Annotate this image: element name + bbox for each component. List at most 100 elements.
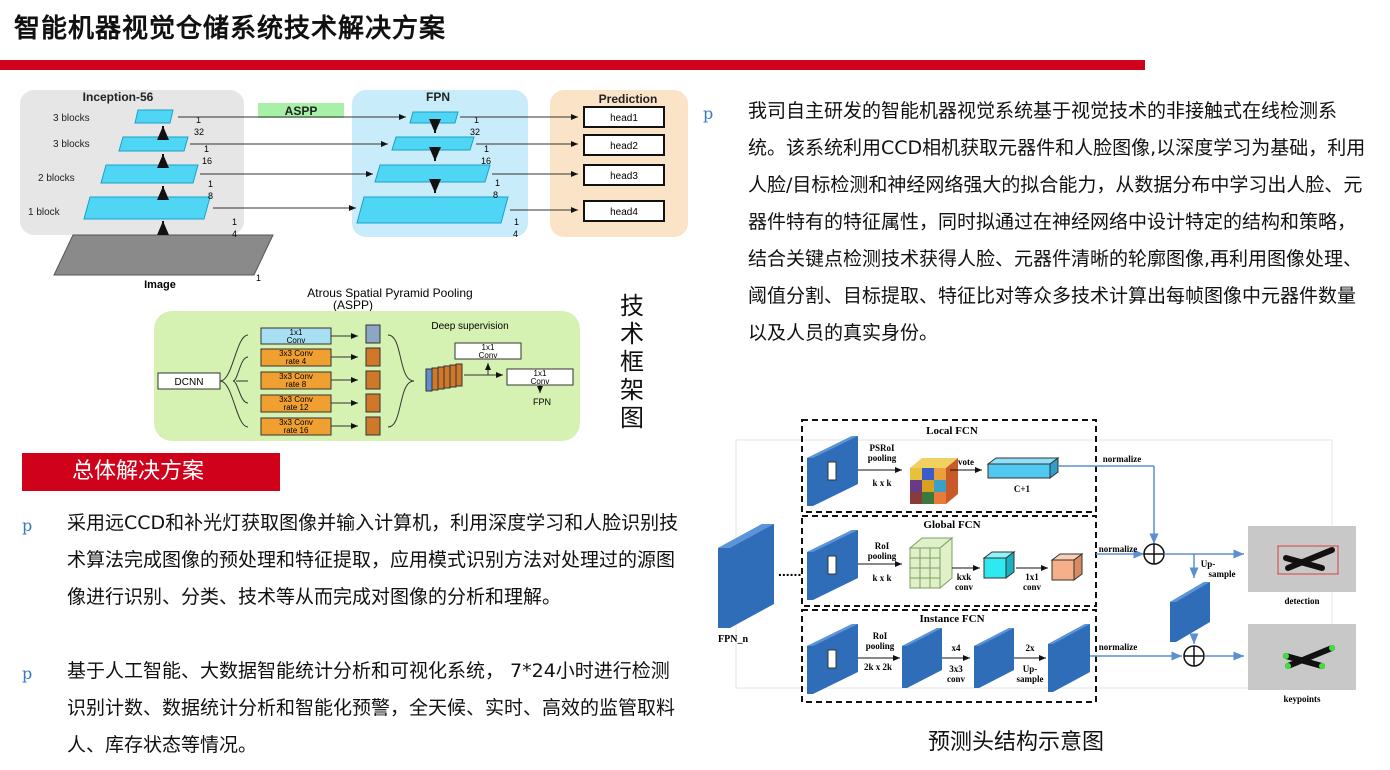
fpn-layer-2	[391, 136, 475, 151]
instance-fcn-title: Instance FCN	[919, 613, 984, 625]
fpn-layer-4	[356, 196, 509, 224]
atrous-conv-4-line2: rate 16	[284, 426, 309, 435]
atrous-conv-1-line1: 3x3 Conv	[279, 349, 313, 358]
bullet-right: p	[703, 104, 714, 123]
section-heading: 总体解决方案	[22, 453, 280, 491]
peach-cube	[1050, 553, 1084, 581]
atrous-conv-3-line2: rate 12	[284, 403, 309, 412]
scale-den-1: 32	[194, 127, 204, 137]
kxk-conv-2: conv	[955, 582, 974, 592]
inception-layer-4	[83, 196, 211, 220]
concat-stack	[425, 363, 463, 392]
fpn-scale-num-3: 1	[495, 178, 500, 188]
feature-map-3	[365, 393, 381, 413]
ds-conv-box	[454, 342, 522, 360]
up-sample-1: Up-	[1201, 559, 1216, 569]
fpn-title: FPN	[426, 90, 450, 104]
conv1x1-1: 1x1	[1025, 572, 1039, 582]
global-roi-2: pooling	[868, 551, 897, 561]
tech-framework-label: 技术框架图	[620, 292, 644, 432]
title-underline	[0, 60, 1145, 70]
keypoints-image	[1248, 624, 1356, 690]
psroi-grid	[910, 458, 958, 504]
inception-layer-1	[134, 109, 174, 124]
ds-conv-line1: 1x1	[482, 343, 495, 352]
fpn-n-block	[718, 524, 774, 628]
conv1x1-2: conv	[1023, 582, 1042, 592]
fpn-layer-3	[374, 164, 491, 183]
global-kxk: k x k	[872, 573, 891, 583]
head-label-4: head4	[610, 207, 638, 218]
inst-up-2: sample	[1017, 674, 1044, 684]
normalize-label-2: normalize	[1099, 544, 1138, 554]
global-fcn-box	[801, 515, 1097, 607]
inst-2x: 2x	[1026, 643, 1036, 653]
keypoints-label: keypoints	[1283, 694, 1321, 704]
c-plus-1-label: C+1	[1014, 484, 1031, 494]
scale-num-3: 1	[208, 179, 213, 189]
aspp-conv1x1-line1: 1x1	[290, 328, 303, 337]
scale-num-2: 1	[204, 144, 209, 154]
fpn-scale-den-3: 8	[493, 190, 498, 200]
head-box-2	[583, 134, 665, 156]
feature-map-1	[365, 347, 381, 367]
global-roi-1: RoI	[875, 541, 890, 551]
fpn-n-label: FPN_n	[718, 634, 748, 645]
scale-den-2: 16	[202, 156, 212, 166]
head-label-1: head1	[610, 113, 638, 124]
feature-map-4	[365, 416, 381, 436]
local-psroi-1: PSRoI	[869, 443, 895, 453]
bullet-left-1: p	[22, 516, 33, 535]
atrous-conv-3-line1: 3x3 Conv	[279, 395, 313, 404]
up-sample-2: sample	[1209, 569, 1236, 579]
block-label-2: 3 blocks	[53, 139, 90, 150]
atrous-conv-2-line2: rate 8	[286, 380, 307, 389]
aspp-full-title: Atrous Spatial Pyramid Pooling	[307, 286, 472, 300]
inst-roi-1: RoI	[873, 631, 888, 641]
block-label-3: 2 blocks	[38, 173, 75, 184]
normalize-label-1: normalize	[1103, 454, 1142, 464]
prediction-head-caption: 预测头结构示意图	[928, 730, 1105, 755]
fpn-output-label: FPN	[533, 397, 551, 407]
aspp-conv1x1-line2: Conv	[287, 336, 306, 345]
vote-label: vote	[958, 457, 974, 467]
detection-label: detection	[1285, 596, 1320, 606]
inst-x4: x4	[952, 643, 962, 653]
local-kxk: k x k	[872, 478, 891, 488]
atrous-conv-1-line2: rate 4	[286, 357, 307, 366]
block-label-1: 3 blocks	[53, 113, 90, 124]
scale-den-4: 4	[232, 229, 237, 239]
fpn-layer-1	[409, 111, 459, 124]
block-label-4: 1 block	[28, 207, 61, 218]
global-fcn-title: Global FCN	[923, 519, 980, 531]
head-box-1	[583, 106, 665, 128]
page-title: 智能机器视觉仓储系统技术解决方案	[14, 14, 447, 44]
prediction-head-diagram: Local FCN Global FCN Instance FCN FPN_n …	[718, 419, 1356, 704]
feature-map-2	[365, 370, 381, 390]
normalize-label-3: normalize	[1099, 642, 1138, 652]
scale-den-3: 8	[208, 191, 213, 201]
prediction-title: Prediction	[599, 92, 658, 106]
cyan-cube	[982, 551, 1016, 579]
fpn-scale-den-1: 32	[470, 127, 480, 137]
ds-conv-line2: Conv	[479, 351, 498, 360]
image-label: Image	[144, 279, 176, 291]
atrous-conv-4-line1: 3x3 Conv	[279, 418, 313, 427]
scale-num-4: 1	[232, 217, 237, 227]
left-paragraph-1: 采用远CCD和补光灯获取图像并输入计算机，利用深度学习和人脸识别技术算法完成图像…	[67, 512, 679, 608]
bullet-left-2: p	[22, 664, 33, 683]
input-image-plane	[53, 234, 274, 276]
inception-layer-3	[100, 164, 199, 184]
inst-conv3x3-1: 3x3	[949, 664, 963, 674]
tech-framework-diagram: Inception-56 ASPP FPN Prediction 3 block…	[20, 90, 688, 441]
detection-image	[1248, 526, 1356, 592]
fpn-scale-den-4: 4	[513, 229, 518, 239]
right-paragraph: 我司自主研发的智能机器视觉系统基于视觉技术的非接触式在线检测系统。该系统利用CC…	[748, 100, 1366, 344]
deep-supervision-label: Deep supervision	[431, 321, 508, 332]
fpn-scale-num-1: 1	[474, 115, 479, 125]
kxk-conv-1: kxk	[957, 572, 972, 582]
inst-conv3x3-2: conv	[947, 674, 966, 684]
fpn-scale-den-2: 16	[481, 156, 491, 166]
local-fcn-title: Local FCN	[926, 425, 978, 437]
head-label-3: head3	[610, 171, 638, 182]
